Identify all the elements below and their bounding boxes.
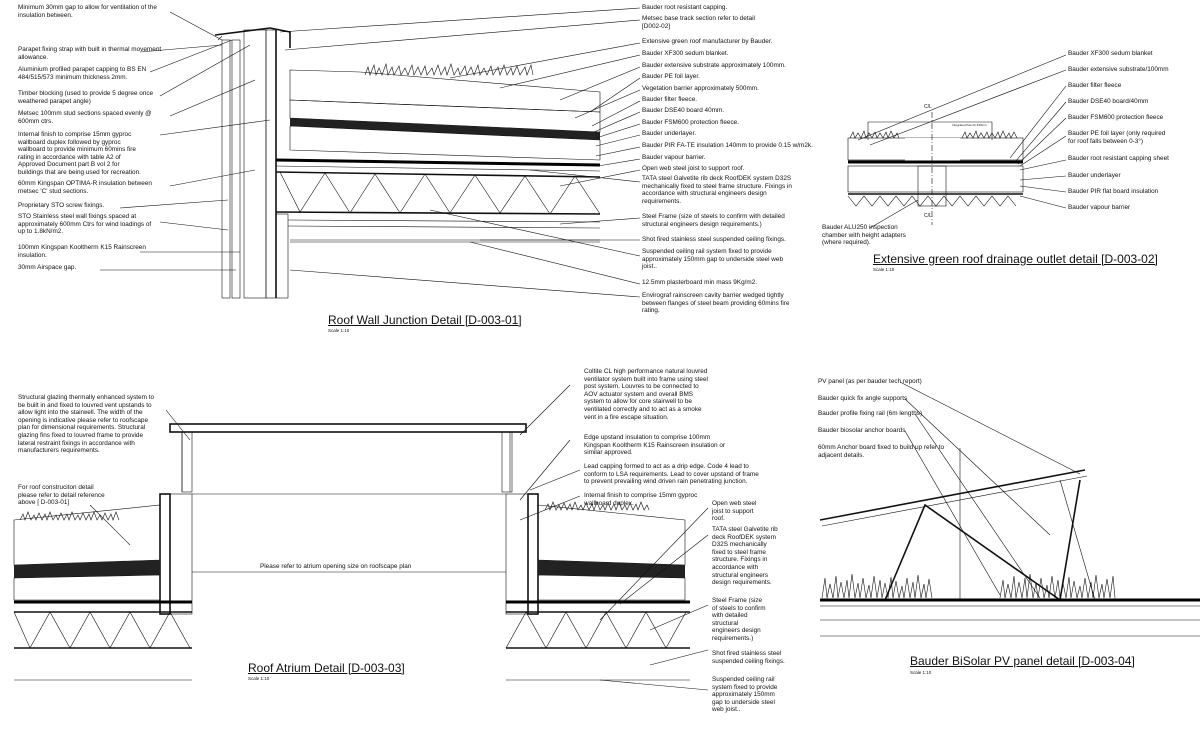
d1-label-pe-foil: Bauder PE foil layer. bbox=[642, 73, 700, 80]
d1-label-green-roof: Extensive green roof manufacturer by Bau… bbox=[642, 38, 773, 45]
d1-label-pir-insulation: Bauder PIR FA-TE insulation 140mm to pro… bbox=[642, 142, 813, 149]
d1-label-filter-fleece: Bauder filter fleece. bbox=[642, 96, 698, 103]
d1-label-airspace: 30mm Airspace gap. bbox=[18, 264, 77, 271]
d1-label-root-capping: Bauder root resistant capping. bbox=[642, 4, 728, 11]
d1-label-wall-fixings: STO Stainless steel wall fixings spaced … bbox=[18, 213, 152, 236]
d3-label-steel-frame: Steel Frame (size of steels to confirm w… bbox=[712, 597, 766, 642]
d1-label-vapour-barrier: Bauder vapour barrier. bbox=[642, 154, 706, 161]
d4-label-anchor-boards: Bauder biosolar anchor boards bbox=[818, 427, 906, 434]
d1-label-internal-finish: Internal finish to comprise 15mm gyproc … bbox=[18, 131, 141, 176]
d2-label-pir: Bauder PIR flat board insulation bbox=[1068, 188, 1159, 195]
d1-label-ceiling-fixings: Shot fired stainless steel suspended cei… bbox=[642, 236, 786, 243]
d1-label-metsec-studs: Metsec 100mm stud sections spaced evenly… bbox=[18, 110, 152, 125]
d3-label-lead-capping: Lead capping formed to act as a drip edg… bbox=[584, 463, 759, 486]
d3-label-roof-construction-ref: For roof construciton detail please refe… bbox=[18, 484, 105, 507]
d2-label-sedum: Bauder XF300 sedum blanket bbox=[1068, 50, 1153, 57]
d4-label-anchor-board-60mm: 60mm Anchor board fixed to build up refe… bbox=[818, 444, 945, 459]
d3-label-roofdek: TATA steel Galvetite rib deck RoofDEK sy… bbox=[712, 526, 778, 587]
d3-label-structural-glazing: Structural glazing thermally enhanced sy… bbox=[18, 394, 155, 455]
d1-label-timber-blocking: Timber blocking (used to provide 5 degre… bbox=[18, 90, 154, 105]
d2-title: Extensive green roof drainage outlet det… bbox=[873, 252, 1158, 266]
d3-label-steel-joist: Open web steel joist to support roof. bbox=[712, 500, 757, 523]
d1-label-parapet-strap: Parapet fixing strap with built in therm… bbox=[18, 46, 162, 61]
d3-opening-note: Please refer to atrium opening size on r… bbox=[260, 563, 412, 570]
d3-label-edge-insulation: Edge upstand insulation to comprise 100m… bbox=[584, 434, 726, 457]
atrium-drawing bbox=[13, 423, 690, 681]
d1-label-substrate: Bauder extensive substrate approximately… bbox=[642, 62, 786, 69]
d1-label-vegetation-barrier: Vegetation barrier approximately 500mm. bbox=[642, 85, 759, 92]
d2-label-dse40: Bauder DSE40 board/40mm bbox=[1068, 98, 1149, 105]
d4-scale: Scale 1:10 bbox=[910, 670, 932, 675]
d3-title: Roof Atrium Detail [D-003-03] bbox=[248, 661, 405, 675]
d1-label-sedum-blanket: Bauder XF300 sedum blanket. bbox=[642, 50, 729, 57]
d1-label-underlayer: Bauder underlayer. bbox=[642, 130, 697, 137]
d1-label-ventilation-gap: Minimum 30mm gap to allow for ventilatio… bbox=[18, 4, 157, 19]
d1-label-steel-frame: Steel Frame (size of steels to confirm w… bbox=[642, 213, 785, 228]
d1-label-rainscreen-insulation: 100mm Kingspan Kooltherm K15 Rainscreen … bbox=[18, 244, 146, 259]
d1-label-plasterboard: 12.5mm plasterboard min mass 9Kg/m2. bbox=[642, 279, 758, 286]
d1-label-base-track: Metsec base track section refer to detai… bbox=[642, 15, 755, 30]
drainage-outlet-drawing bbox=[847, 112, 1024, 225]
d1-label-cavity-barrier: Envirograf rainscreen cavity barrier wed… bbox=[642, 292, 790, 315]
d3-scale: Scale 1:10 bbox=[248, 676, 270, 681]
d2-label-filter-fleece: Bauder filter fleece bbox=[1068, 82, 1122, 89]
d2-label-capping-sheet: Bauder root resistant capping sheet bbox=[1068, 155, 1169, 162]
d3-label-ceiling-rail: Suspended ceiling rail system fixed to p… bbox=[712, 676, 778, 714]
d2-cl-top: C/L bbox=[924, 104, 932, 110]
d1-label-roofdek: TATA steel Galvetite rib deck RoofDEK sy… bbox=[642, 175, 792, 205]
d3-label-internal-finish: Internal finish to comprise 15mm gyproc … bbox=[584, 492, 698, 507]
d4-label-fixing-rail: Bauder profile fixing rail (6m lengths) bbox=[818, 410, 923, 417]
d1-label-steel-joist: Open web steel joist to support roof. bbox=[642, 165, 745, 172]
d2-label-pe-foil: Bauder PE foil layer (only required for … bbox=[1068, 130, 1166, 145]
d2-label-vapour-barrier: Bauder vapour barrier bbox=[1068, 204, 1131, 211]
d1-scale: Scale 1:10 bbox=[328, 328, 350, 333]
d2-label-fsm600: Bauder FSM600 protection fleece bbox=[1068, 114, 1164, 121]
d2-label-inspection-chamber: Bauder ALU250 inspection chamber with he… bbox=[822, 224, 906, 247]
roof-wall-junction-drawing bbox=[214, 27, 601, 299]
d1-title: Roof Wall Junction Detail [D-003-01] bbox=[328, 313, 522, 327]
d2-label-substrate: Bauder extensive substrate/100mm bbox=[1068, 66, 1169, 73]
d1-label-screw-fixings: Proprietary STO screw fixings. bbox=[18, 202, 105, 209]
d1-label-parapet-capping: Aluminium profiled parapet capping to BS… bbox=[18, 66, 147, 81]
d2-cl-bottom: C/L bbox=[924, 213, 932, 219]
d2-label-underlayer: Bauder underlayer bbox=[1068, 172, 1121, 179]
pv-panel-drawing bbox=[819, 469, 1200, 637]
d1-label-dse40: Bauder DSE40 board 40mm. bbox=[642, 107, 725, 114]
d1-label-optima-insulation: 60mm Kingspan OPTIMA-R insulation betwee… bbox=[18, 180, 152, 195]
d3-label-ceiling-fixings: Shot fired stainless steel suspended cei… bbox=[712, 650, 785, 665]
d1-label-ceiling-rail: Suspended ceiling rail system fixed to p… bbox=[642, 248, 784, 271]
leader-lines bbox=[89, 7, 1081, 691]
d4-title: Bauder BiSolar PV panel detail [D-003-04… bbox=[910, 654, 1135, 668]
d2-scale: Scale 1:10 bbox=[873, 267, 895, 272]
d4-label-pv-panel: PV panel (as per bauder tech report) bbox=[818, 378, 922, 385]
d2-flow-rib-note: Integrated flow rib 333mm bbox=[952, 123, 987, 127]
d1-label-fsm600: Bauder FSM600 protection fleece. bbox=[642, 119, 739, 126]
d4-label-angle-supports: Bauder quick fix angle supports bbox=[818, 395, 908, 402]
d3-label-louvred-ventilator: Coltite CL high performance natural louv… bbox=[584, 368, 708, 421]
